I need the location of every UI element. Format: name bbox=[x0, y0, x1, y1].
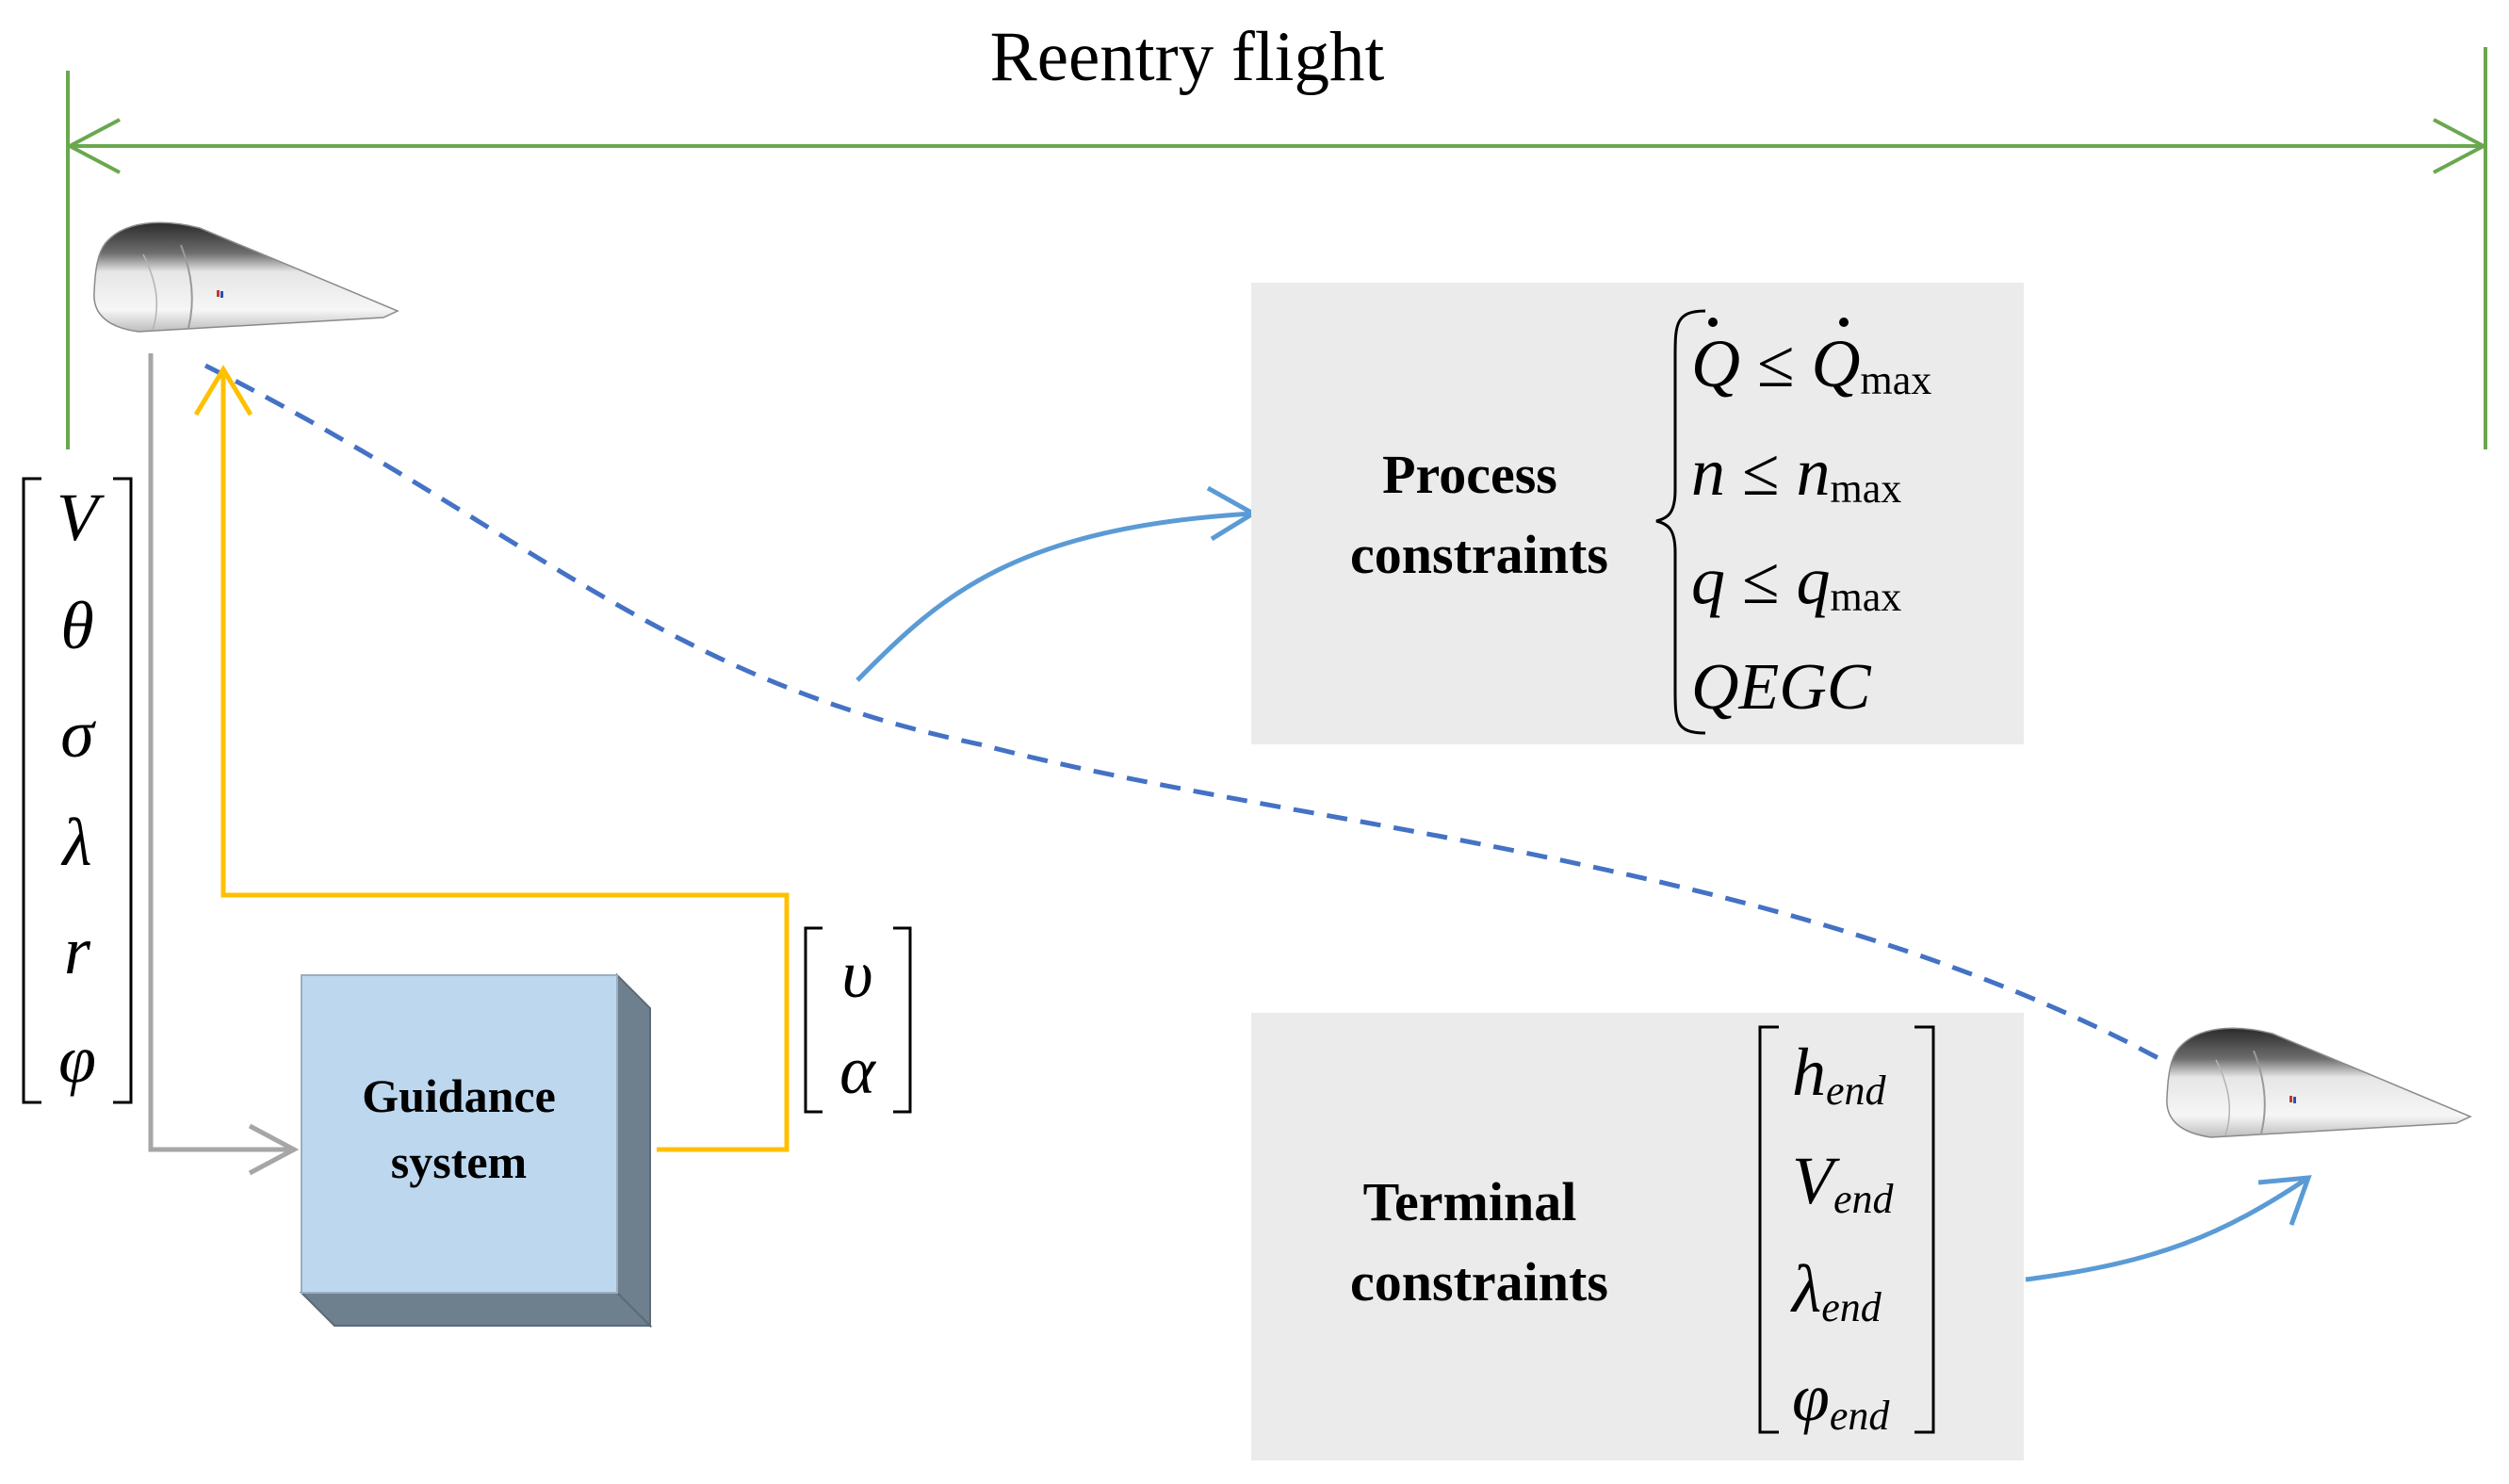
state-lambda: λ bbox=[60, 805, 91, 880]
guidance-block-bottom bbox=[299, 1292, 653, 1327]
heat-rate-dot-1 bbox=[1708, 318, 1718, 327]
constraint-overload: n ≤ nmax bbox=[1691, 434, 1901, 512]
constraint-qegc: QEGC bbox=[1691, 651, 1872, 724]
vehicle-end-icon bbox=[2165, 1027, 2471, 1138]
span-arrow-left-head bbox=[65, 118, 121, 174]
process-constraints-box: Process constraints Q ≤ Qmax n ≤ nmax q … bbox=[1251, 283, 2024, 744]
terminal-box-bg bbox=[1251, 1013, 2024, 1460]
terminal-phi-end: φend bbox=[1792, 1360, 1890, 1439]
terminal-label-line1: Terminal bbox=[1363, 1171, 1577, 1232]
state-theta: θ bbox=[60, 588, 93, 663]
control-command-line bbox=[193, 365, 790, 1152]
process-brace bbox=[1655, 309, 1706, 735]
state-sigma: σ bbox=[60, 696, 96, 772]
state-vector: V θ σ λ r φ bbox=[22, 477, 133, 1104]
process-label-line2: constraints bbox=[1350, 524, 1608, 585]
state-phi: φ bbox=[58, 1021, 96, 1097]
guidance-label-line1: Guidance bbox=[362, 1069, 556, 1122]
guidance-system-block: Guidance system bbox=[299, 972, 653, 1329]
process-label-line1: Process bbox=[1382, 444, 1557, 505]
terminal-lambda-end: λend bbox=[1790, 1251, 1882, 1330]
control-upsilon: υ bbox=[841, 937, 872, 1012]
control-vector-left-bracket bbox=[804, 926, 823, 1114]
reentry-span: Reentry flight bbox=[65, 18, 2488, 449]
guidance-label-line2: system bbox=[391, 1135, 527, 1188]
constraint-dynamic-pressure: q ≤ qmax bbox=[1691, 543, 1901, 620]
control-alpha: α bbox=[839, 1033, 876, 1108]
state-vector-left-bracket bbox=[22, 477, 41, 1104]
terminal-callout-arrow bbox=[2025, 1175, 2312, 1282]
state-r: r bbox=[64, 913, 91, 988]
state-vector-right-bracket bbox=[113, 477, 133, 1104]
trajectory-dashed-line bbox=[204, 363, 2169, 1066]
heat-rate-dot-2 bbox=[1839, 318, 1849, 327]
state-v: V bbox=[57, 480, 105, 555]
guidance-block-front bbox=[301, 974, 618, 1294]
terminal-h-end: hend bbox=[1792, 1035, 1887, 1114]
process-box-bg bbox=[1251, 283, 2024, 744]
terminal-label-line2: constraints bbox=[1350, 1251, 1608, 1313]
terminal-right-bracket bbox=[1914, 1025, 1935, 1434]
vehicle-start-icon bbox=[92, 221, 399, 333]
constraint-heat-rate: Q ≤ Qmax bbox=[1691, 326, 1931, 403]
control-vector: υ α bbox=[804, 926, 912, 1114]
span-arrow-right-head bbox=[2433, 118, 2488, 174]
guidance-block-side bbox=[616, 972, 651, 1329]
diagram-title: Reentry flight bbox=[990, 18, 1385, 96]
control-vector-right-bracket bbox=[893, 926, 912, 1114]
process-callout-arrow bbox=[855, 485, 1258, 682]
terminal-constraints-box: Terminal constraints hend Vend λend φend bbox=[1251, 1013, 2024, 1460]
terminal-v-end: Vend bbox=[1792, 1143, 1895, 1222]
state-feedback-line bbox=[148, 353, 300, 1176]
terminal-left-bracket bbox=[1758, 1025, 1779, 1434]
